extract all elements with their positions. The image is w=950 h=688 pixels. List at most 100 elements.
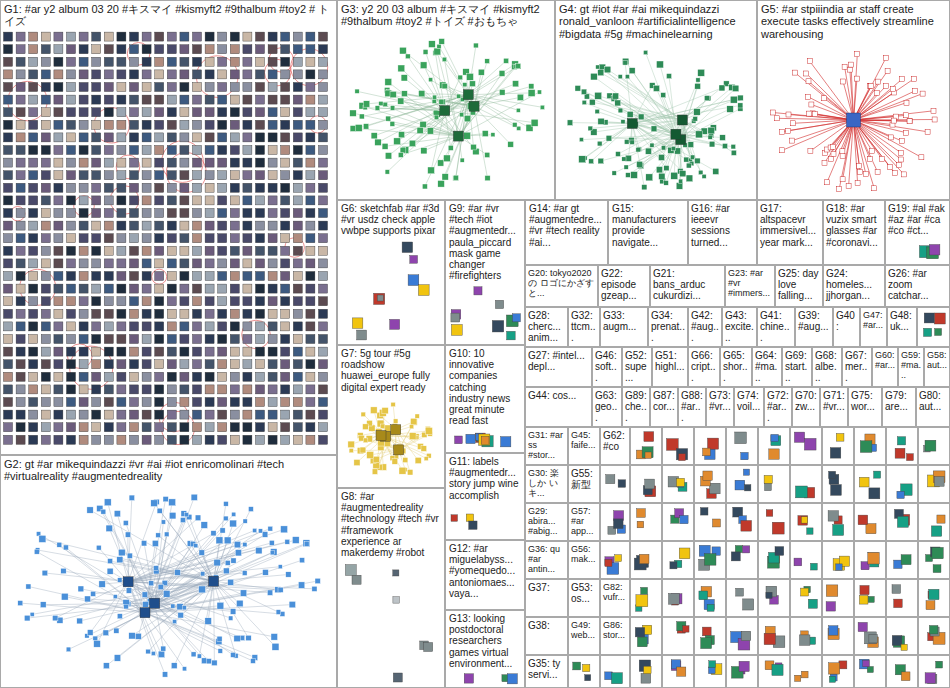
vertex-icon [243, 398, 252, 407]
group-cell [727, 580, 758, 617]
vertex-icon [243, 171, 252, 180]
vertex-icon [774, 116, 779, 121]
vertex-icon [615, 100, 621, 106]
group-cell [695, 428, 726, 465]
vertex-icon [104, 234, 113, 243]
vertex-icon [268, 146, 277, 155]
vertex-icon [117, 557, 123, 563]
tie-line [374, 111, 445, 136]
vertex-icon [104, 335, 113, 344]
vertex-icon [281, 234, 290, 243]
vertex-icon [67, 57, 76, 66]
tie-line [66, 548, 145, 613]
tie-line [782, 120, 854, 132]
vertex-icon [67, 435, 76, 444]
vertex-icon [485, 59, 490, 64]
vertex-icon [155, 410, 164, 419]
vertex-icon [884, 84, 889, 89]
vertex-icon [142, 309, 151, 318]
vertex-icon [191, 652, 196, 657]
tie-line [439, 46, 474, 106]
vertex-icon [429, 41, 436, 48]
vertex-icon [589, 159, 594, 164]
vertex-icon [857, 163, 862, 168]
vertex-icon [470, 81, 476, 87]
vertex-icon [293, 209, 302, 218]
vertex-icon [268, 526, 273, 531]
vertex-icon [733, 85, 739, 91]
vertex-icon [155, 398, 164, 407]
group-cell [887, 504, 918, 541]
vertex-icon [805, 94, 810, 99]
tie-line [145, 499, 166, 613]
group-cell [631, 618, 662, 655]
vertex-icon [899, 139, 904, 144]
vertex-icon [588, 126, 593, 131]
vertex-icon [4, 196, 13, 205]
vertex-icon [268, 284, 277, 293]
vertex-icon [306, 171, 315, 180]
vertex-icon [92, 410, 101, 419]
vertex-icon [193, 45, 202, 54]
vertex-icon [54, 347, 63, 356]
vertex-icon [193, 322, 202, 331]
vertex-icon [448, 145, 453, 150]
vertex-icon [243, 45, 252, 54]
vertex-icon [16, 360, 25, 369]
vertex-icon [117, 70, 126, 79]
vertex-icon [167, 410, 176, 419]
vertex-icon [293, 309, 302, 318]
vertex-icon [180, 335, 189, 344]
vertex-icon [39, 535, 46, 542]
vertex-icon [433, 95, 437, 99]
vertex-icon [319, 108, 328, 117]
vertex-icon [454, 175, 459, 180]
vertex-icon [319, 196, 328, 205]
vertex-icon [92, 120, 101, 129]
tie-line [851, 65, 854, 120]
tie-line [792, 120, 853, 141]
vertex-icon [41, 70, 50, 79]
tie-line [632, 88, 722, 124]
vertex-icon [117, 398, 126, 407]
vertex-icon [667, 74, 672, 79]
vertex-icon [268, 158, 277, 167]
vertex-icon [218, 347, 227, 356]
vertex-icon [306, 435, 315, 444]
vertex-icon [4, 183, 13, 192]
group-cell [727, 656, 758, 688]
vertex-icon [79, 45, 88, 54]
vertex-icon [167, 108, 176, 117]
vertex-icon [199, 550, 204, 555]
vertex-icon [180, 309, 189, 318]
vertex-icon [54, 158, 63, 167]
vertex-icon [885, 68, 890, 73]
vertex-icon [29, 196, 38, 205]
vertex-icon [306, 158, 315, 167]
vertex-icon [243, 347, 252, 356]
vertex-icon [243, 234, 252, 243]
group-cell [727, 504, 758, 541]
vertex-icon [661, 93, 666, 98]
vertex-icon [604, 66, 611, 73]
tie-line [627, 77, 676, 135]
vertex-icon [218, 309, 227, 318]
vertex-icon [731, 150, 736, 155]
group-cell [631, 580, 662, 617]
vertex-icon [41, 385, 50, 394]
vertex-icon [193, 297, 202, 306]
vertex-icon [4, 120, 13, 129]
vertex-icon [180, 272, 189, 281]
vertex-icon [180, 435, 189, 444]
vertex-icon [251, 659, 256, 664]
vertex-icon [104, 372, 113, 381]
vertex-icon [79, 360, 88, 369]
vertex-icon [499, 71, 505, 77]
vertex-icon [130, 347, 139, 356]
tie-line [682, 120, 700, 172]
vertex-icon [268, 246, 277, 255]
vertex-icon [319, 45, 328, 54]
vertex-icon [92, 133, 101, 142]
vertex-icon [142, 70, 151, 79]
vertex-icon [4, 297, 13, 306]
